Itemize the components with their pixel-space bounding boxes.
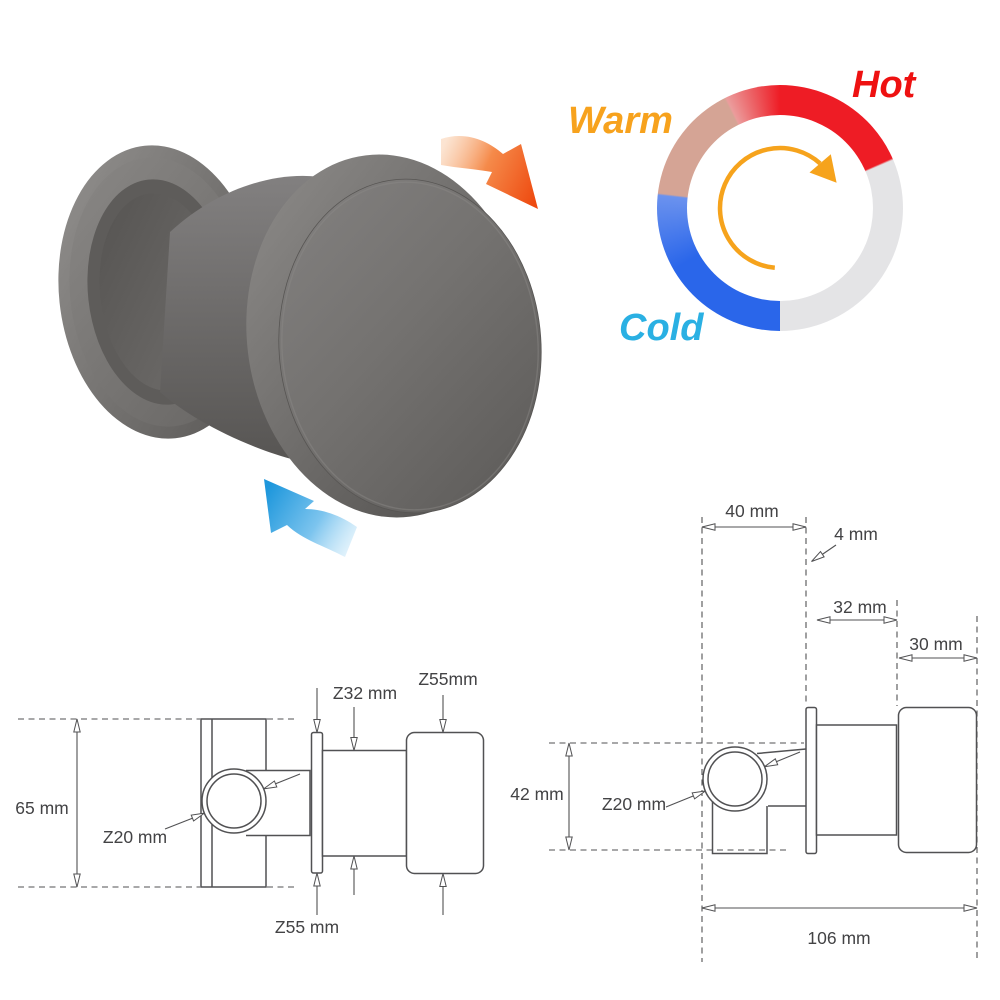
front-valve-body [200, 718, 267, 888]
front-escutcheon-plate [310, 731, 324, 874]
temperature-dial-ring [657, 85, 903, 331]
hot-label: Hot [852, 64, 916, 106]
front-knob-diameter-dimension: Ζ55mm [418, 669, 477, 689]
dial-rotation-arrow-icon [717, 145, 837, 271]
side-total-length-dimension: 106 mm [807, 928, 870, 948]
front-pipe-diameter-dimension: Ζ20 mm [103, 827, 167, 847]
front-cartridge [321, 749, 408, 857]
front-knob [405, 731, 485, 875]
side-pipe-diameter-dimension: Ζ20 mm [602, 794, 666, 814]
front-plate-diameter-dimension: Ζ55 mm [275, 917, 339, 937]
side-wall-depth-dimension: 40 mm [725, 501, 778, 521]
warm-label: Warm [568, 100, 673, 142]
side-knob [897, 706, 978, 854]
front-height-dimension: 65 mm [15, 798, 68, 818]
side-plate-thickness-dimension: 4 mm [834, 524, 878, 544]
side-body-height-dimension: 42 mm [510, 784, 563, 804]
knob-illustration [58, 135, 542, 557]
hot-direction-arrow-icon [441, 135, 538, 209]
side-cartridge [815, 724, 898, 836]
cold-label: Cold [619, 307, 704, 349]
side-view-diagram: 40 mm 4 mm 32 mm 30 mm 42 mm Ζ20 mm 106 … [510, 501, 978, 962]
front-view-diagram: 65 mm Ζ20 mm Ζ55 mm Ζ32 mm Ζ55mm [15, 669, 485, 937]
side-pipe-stub [711, 801, 768, 855]
side-knob-length-dimension: 30 mm [909, 634, 962, 654]
side-body-length-dimension: 32 mm [833, 597, 886, 617]
knob-face [278, 178, 542, 514]
front-outlet-stub [246, 769, 311, 837]
front-extension-lines [18, 718, 297, 888]
cold-direction-arrow-icon [264, 479, 357, 557]
side-escutcheon-plate [805, 706, 818, 855]
front-cartridge-diameter-dimension: Ζ32 mm [333, 683, 397, 703]
